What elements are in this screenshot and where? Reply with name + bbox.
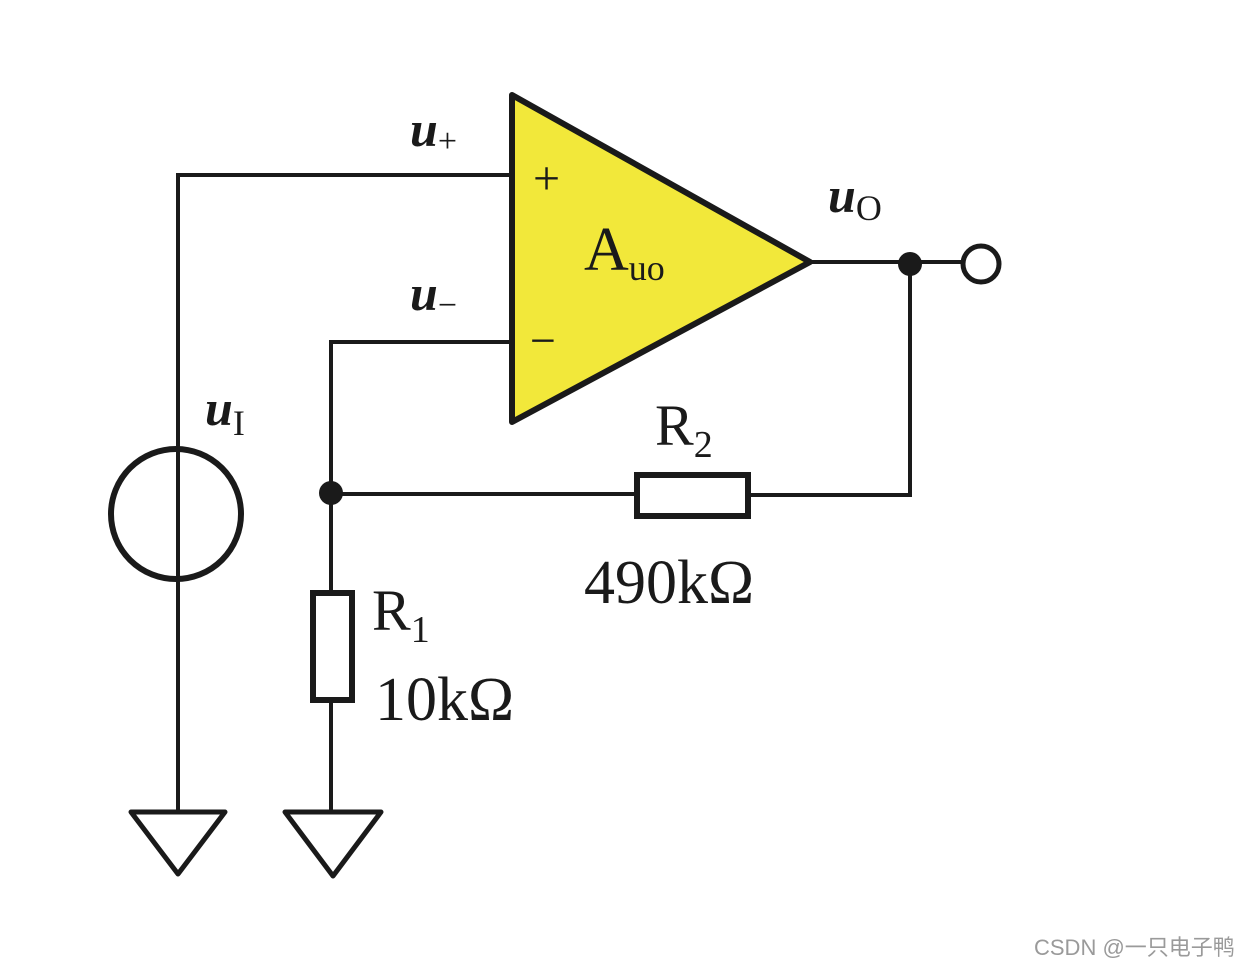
label-u-minus: u− xyxy=(410,265,457,324)
label-r2-name: R2 xyxy=(655,393,713,466)
u-in-sub: I xyxy=(233,403,245,443)
opamp-plus-sign: + xyxy=(533,152,560,205)
u-in-base: u xyxy=(205,380,233,436)
r1-name: R xyxy=(372,578,411,643)
opamp-gain-label: Auo xyxy=(584,216,665,288)
wire-plus-input xyxy=(176,173,514,447)
opamp-triangle xyxy=(509,92,813,425)
ground-symbol-source xyxy=(128,809,228,877)
r1-sub: 1 xyxy=(411,609,430,651)
u-plus-base: u xyxy=(410,101,438,157)
label-r1-value: 10kΩ xyxy=(375,666,514,734)
junction-node-output xyxy=(898,252,922,276)
label-u-out: uO xyxy=(828,167,882,228)
u-plus-sub: + xyxy=(438,123,457,160)
r2-sub: 2 xyxy=(694,424,713,466)
r2-name: R xyxy=(655,393,694,458)
resistor-r2 xyxy=(634,472,751,519)
label-r1-name: R1 xyxy=(372,578,430,651)
wire-minus-input xyxy=(329,340,514,494)
u-out-sub: O xyxy=(856,188,882,228)
resistor-r1 xyxy=(310,590,355,703)
label-u-plus: u+ xyxy=(410,101,457,160)
u-minus-base: u xyxy=(410,265,438,321)
ground-symbol-r1 xyxy=(282,809,384,879)
label-u-in: uI xyxy=(205,380,245,443)
u-minus-sub: − xyxy=(438,287,457,324)
gain-subscript: uo xyxy=(629,248,665,288)
watermark-text: CSDN @一只电子鸭 xyxy=(1034,935,1235,960)
gain-symbol: A xyxy=(584,216,629,284)
u-out-base: u xyxy=(828,167,856,223)
output-terminal xyxy=(960,243,1002,285)
label-r2-value: 490kΩ xyxy=(584,549,754,617)
opamp-minus-sign: − xyxy=(530,315,556,366)
